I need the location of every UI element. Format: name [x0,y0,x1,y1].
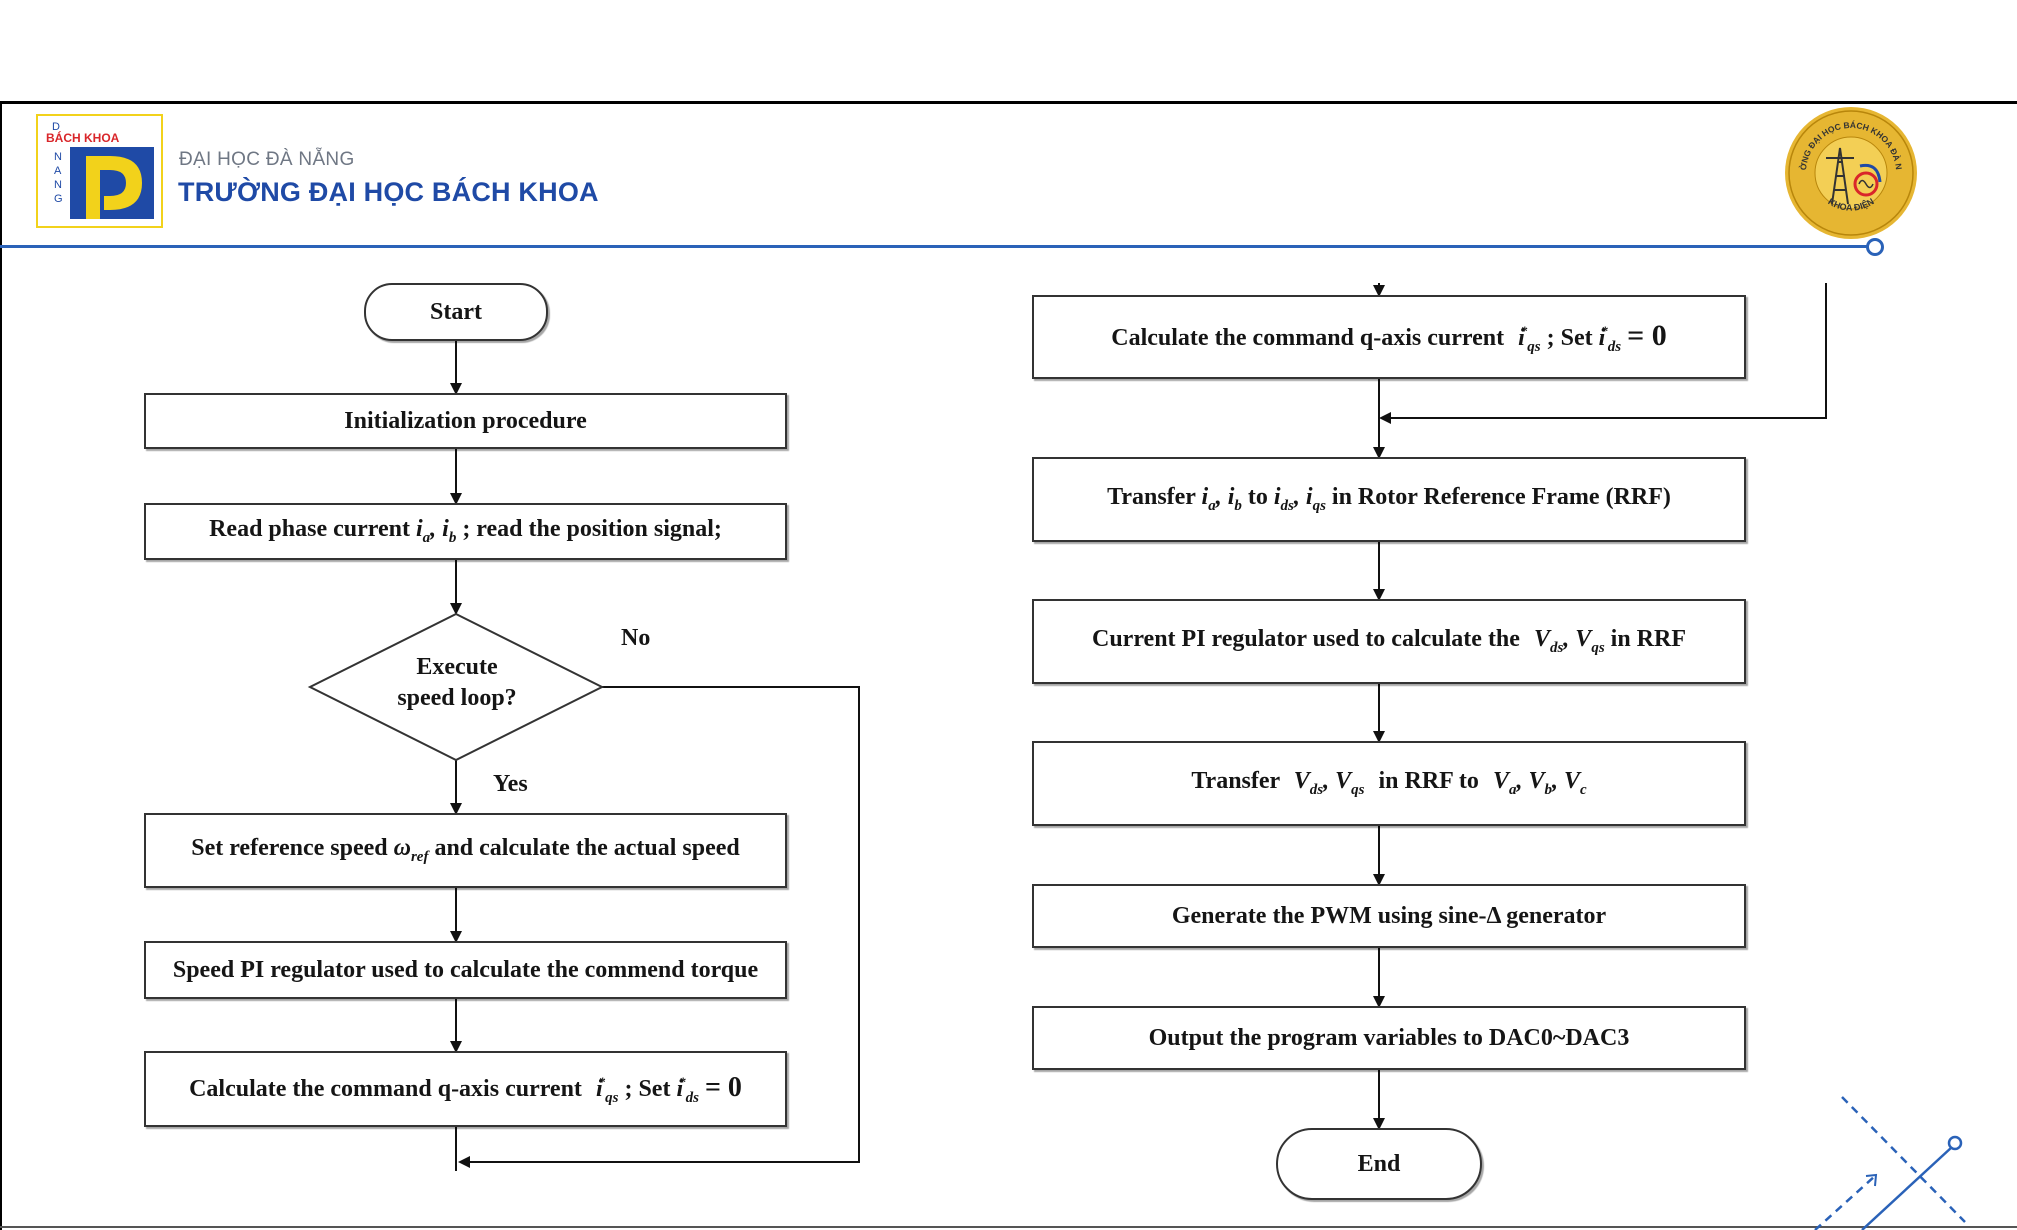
current-pi-suffix: in RRF [1610,626,1686,652]
calc-command-mid-left: ; Set [624,1075,671,1102]
init-label: Initialization procedure [344,407,587,434]
pwm-label: Generate the PWM using sine-Δ generator [1171,902,1607,929]
transfer-to-abc-mid: in RRF to [1378,768,1479,794]
start-label: Start [430,298,482,325]
tower-icon [1826,147,1854,205]
svg-text:KHOA ĐIỆN: KHOA ĐIỆN [1826,196,1875,213]
pwm-step: Generate the PWM using sine-Δ generator [1032,884,1746,948]
transfer-to-abc-step: Transfer Vds, Vqs in RRF to Va, Vb, Vc [1032,741,1746,826]
calc-command-suffix-right: = 0 [1627,318,1667,352]
calc-command-label-right: Calculate the command q-axis current i*q… [1111,318,1667,355]
university-group-name: ĐẠI HỌC ĐÀ NẴNG [179,149,355,170]
transfer-to-rrf-step: Transfer ia, ib to ids, iqs in Rotor Ref… [1032,457,1746,542]
logo-letter-d: D [52,121,60,133]
init-step: Initialization procedure [144,393,787,449]
logo-graphic: D BÁCH KHOA N A N G [46,121,154,219]
transfer-to-rrf-label: Transfer ia, ib to ids, iqs in Rotor Ref… [1107,484,1671,514]
transfer-to-rrf-mid: to [1247,484,1268,510]
calc-command-label-left: Calculate the command q-axis current i*q… [189,1071,742,1106]
read-phase-prefix: Read phase current [209,516,410,542]
slide-left-border [0,101,2,1230]
end-label: End [1357,1150,1401,1177]
output-label: Output the program variables to DAC0~DAC… [1148,1024,1630,1051]
set-reference-step: Set reference speed ωref and calculate t… [144,813,787,888]
set-reference-label: Set reference speed ωref and calculate t… [191,835,740,865]
svg-text:G: G [54,193,63,205]
svg-text:N: N [54,151,62,163]
sine-circle-icon [1853,171,1879,197]
current-pi-prefix: Current PI regulator used to calculate t… [1091,626,1520,652]
read-phase-suffix: ; read the position signal; [462,516,722,542]
output-step: Output the program variables to DAC0~DAC… [1032,1006,1746,1070]
slide-bottom-border [0,1226,2017,1228]
set-reference-prefix: Set reference speed [191,835,388,861]
read-phase-label: Read phase current ia, ib ; read the pos… [209,516,722,546]
transfer-to-rrf-prefix: Transfer [1107,484,1196,510]
transfer-to-rrf-suffix: in Rotor Reference Frame (RRF) [1331,484,1671,510]
logo-d-shape [86,156,142,219]
speed-pi-label: Speed PI regulator used to calculate the… [172,956,759,983]
university-name: TRƯỜNG ĐẠI HỌC BÁCH KHOA [178,177,599,207]
decision-line2: speed loop? [397,685,517,711]
faculty-seal: TRƯỜNG ĐẠI HỌC BÁCH KHOA ĐÀ NẴNG KHOA ĐI… [1778,95,1920,242]
corner-decoration [1814,1096,1966,1230]
svg-text:N: N [54,179,62,191]
yes-label: Yes [493,771,528,797]
set-reference-suffix: and calculate the actual speed [434,835,740,861]
current-pi-label: Current PI regulator used to calculate t… [1091,626,1686,656]
no-label: No [621,625,651,651]
seal-graphic: TRƯỜNG ĐẠI HỌC BÁCH KHOA ĐÀ NẴNG KHOA ĐI… [1778,95,1917,239]
seal-bottom-text: KHOA ĐIỆN [1826,196,1875,213]
slide-top-border [0,101,2017,104]
speed-pi-step: Speed PI regulator used to calculate the… [144,941,787,999]
calc-command-prefix-left: Calculate the command q-axis current [189,1075,582,1102]
decision-text: Execute speed loop? [330,652,584,714]
line-bypass-branch [1379,283,1827,424]
svg-text:A: A [54,165,62,177]
transfer-to-abc-label: Transfer Vds, Vqs in RRF to Va, Vb, Vc [1191,768,1587,798]
calc-command-step-left: Calculate the command q-axis current i*q… [144,1051,787,1127]
logo-text: BÁCH KHOA [46,130,120,145]
calc-command-suffix-left: = 0 [704,1071,742,1103]
line-no-branch [458,686,860,1168]
header-rule-dot [1866,238,1884,256]
calc-command-step-right: Calculate the command q-axis current i*q… [1032,295,1746,379]
read-phase-step: Read phase current ia, ib ; read the pos… [144,503,787,560]
bach-khoa-logo: D BÁCH KHOA N A N G [36,114,163,228]
decision-diamond [307,612,605,762]
transfer-to-abc-prefix: Transfer [1191,768,1280,794]
current-pi-step: Current PI regulator used to calculate t… [1032,599,1746,684]
header-rule [0,245,1870,248]
calc-command-prefix-right: Calculate the command q-axis current [1111,324,1505,351]
start-terminal: Start [364,283,548,341]
calc-command-mid-right: ; Set [1546,324,1593,351]
decision-line1: Execute [416,654,498,680]
end-terminal: End [1276,1128,1482,1200]
